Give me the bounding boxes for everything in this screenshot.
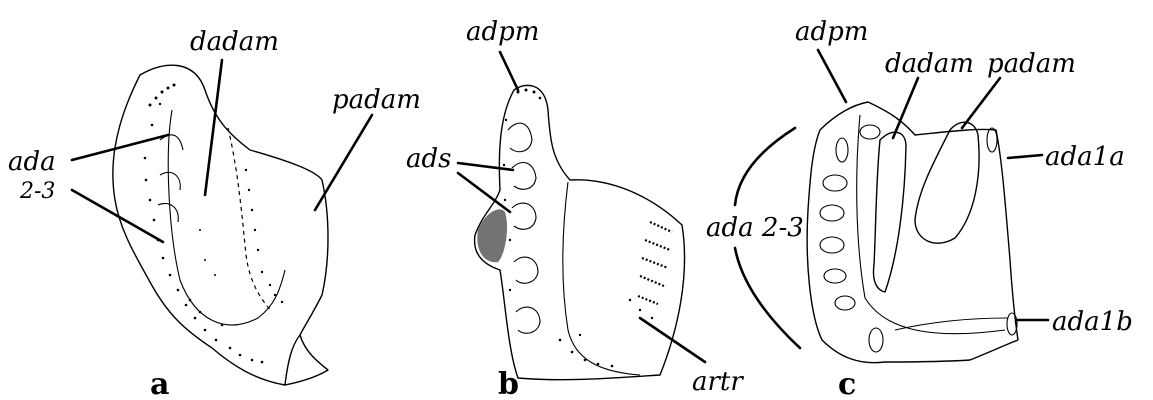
leader-a-ada-upper [72,135,168,160]
socket-b-1 [508,123,532,152]
label-b-artr: artr [692,367,744,397]
leader-a-dadam [205,60,222,195]
leader-a-padam [315,115,372,210]
socket-b-5 [516,307,540,333]
leader-b-ads-lower [458,173,510,212]
fossa-c-lower [895,318,1008,330]
socket-c-1 [836,138,848,162]
label-c-dadam: dadam [885,49,974,79]
ridge-dashed-a [228,128,272,312]
label-a-ada-range: 2-3 [19,179,55,204]
figure-a: dadam padam ada 2-3 a [8,27,421,400]
socket-c-7 [835,296,855,310]
articular-edge-b [563,182,640,375]
socket-b-4 [514,257,538,283]
panel-label-a: a [150,367,169,400]
label-b-adpm: adpm [466,17,539,47]
label-c-ada-2-3: ada 2-3 [706,213,804,243]
figure-c: adpm dadam padam ada1a ada 2-3 ada1b c [706,17,1133,400]
socket-c-ada1a [987,128,997,152]
leader-b-ads-upper [458,163,513,170]
striations-b [638,222,672,304]
bone-tab-a [285,335,300,385]
socket-c-5 [820,237,844,253]
stipple-b [503,89,653,368]
leader-c-padam [962,78,1000,128]
leader-c-adpm [818,50,846,102]
socket-c-2 [860,125,880,139]
socket-c-4 [820,205,844,221]
bone-outline-a [113,65,328,385]
leader-a-ada-lower [72,190,163,242]
label-c-adpm: adpm [795,17,868,47]
denticle-a-3 [158,204,178,222]
bracket-arc-c-lower [735,248,800,348]
fossa-edge-a [168,110,285,325]
panel-label-b: b [498,367,519,400]
socket-b-2 [512,163,536,190]
dadam-process-c [873,132,906,292]
panel-label-c: c [838,367,856,400]
bone-outline-c [807,102,1018,363]
leader-c-dadam [893,78,918,138]
socket-c-3 [823,175,847,191]
label-c-ada1b: ada1b [1052,307,1133,337]
leader-b-adpm [500,52,518,90]
label-a-padam: padam [332,85,421,115]
figure-b: adpm ads artr b [406,17,744,400]
socket-c-8 [869,328,883,352]
socket-b-3 [512,203,536,229]
label-a-dadam: dadam [190,27,279,57]
bracket-arc-c [735,128,795,205]
label-c-padam: padam [987,49,1076,79]
label-c-ada1a: ada1a [1045,142,1125,172]
dark-blob-b [477,209,507,262]
label-a-ada: ada [8,147,56,177]
leader-c-ada1a [1008,155,1042,158]
leader-b-artr [640,318,705,362]
label-b-ads: ads [406,144,452,174]
denticle-a-2 [160,172,180,190]
socket-c-6 [824,269,846,283]
padam-process-c [915,122,979,243]
